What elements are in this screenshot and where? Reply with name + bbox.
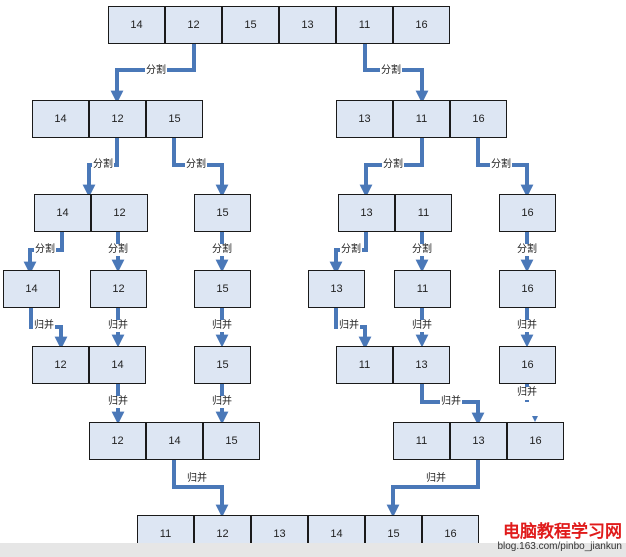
- array-cell: 15: [194, 270, 251, 308]
- merge-arrow: [386, 460, 480, 518]
- array-cell: 16: [507, 422, 564, 460]
- split-label: 分割: [411, 244, 433, 256]
- array-cell: 11: [336, 6, 393, 44]
- array-cell: 13: [338, 194, 395, 232]
- array-cell: 11: [336, 346, 393, 384]
- array-cell: 11: [394, 270, 451, 308]
- array-cell: 16: [499, 346, 556, 384]
- array-cell: 14: [34, 194, 91, 232]
- merge-label: 归并: [186, 473, 208, 485]
- array-cell: 14: [108, 6, 165, 44]
- merge-label: 归并: [107, 396, 129, 408]
- array-cell: 13: [279, 6, 336, 44]
- split-label: 分割: [516, 244, 538, 256]
- array-cell: 13: [336, 100, 393, 138]
- watermark: 电脑教程学习网 blog.163.com/pinbo_jiankun: [497, 523, 622, 553]
- merge-label: 归并: [440, 396, 462, 408]
- split-label: 分割: [34, 244, 56, 256]
- array-cell: 11: [395, 194, 452, 232]
- array-cell: 11: [393, 422, 450, 460]
- split-label: 分割: [490, 159, 512, 171]
- array-cell: 14: [32, 100, 89, 138]
- merge-label: 归并: [211, 396, 233, 408]
- merge-label: 归并: [516, 387, 538, 399]
- array-cell: 15: [194, 346, 251, 384]
- array-cell: 13: [450, 422, 507, 460]
- array-cell: 13: [308, 270, 365, 308]
- split-label: 分割: [380, 65, 402, 77]
- split-label: 分割: [382, 159, 404, 171]
- merge-label: 归并: [211, 320, 233, 332]
- merge-label: 归并: [425, 473, 447, 485]
- array-cell: 13: [393, 346, 450, 384]
- merge-label: 归并: [516, 320, 538, 332]
- array-cell: 12: [90, 270, 147, 308]
- split-label: 分割: [340, 244, 362, 256]
- merge-label: 归并: [338, 320, 360, 332]
- array-cell: 15: [146, 100, 203, 138]
- merge-label: 归并: [33, 320, 55, 332]
- array-cell: 16: [499, 194, 556, 232]
- array-cell: 11: [393, 100, 450, 138]
- array-cell: 12: [89, 422, 146, 460]
- bottom-bar: [0, 543, 626, 557]
- split-label: 分割: [211, 244, 233, 256]
- array-cell: 14: [146, 422, 203, 460]
- watermark-title: 电脑教程学习网: [503, 522, 622, 542]
- arrowhead-icon: [532, 416, 538, 422]
- split-label: 分割: [145, 65, 167, 77]
- array-cell: 12: [165, 6, 222, 44]
- array-cell: 12: [89, 100, 146, 138]
- array-cell: 16: [499, 270, 556, 308]
- merge-label: 归并: [107, 320, 129, 332]
- split-label: 分割: [92, 159, 114, 171]
- array-cell: 12: [91, 194, 148, 232]
- merge-arrow: [172, 460, 229, 518]
- array-cell: 16: [393, 6, 450, 44]
- array-cell: 15: [203, 422, 260, 460]
- array-cell: 14: [3, 270, 60, 308]
- array-cell: 14: [89, 346, 146, 384]
- array-cell: 15: [194, 194, 251, 232]
- merge-label: 归并: [411, 320, 433, 332]
- array-cell: 15: [222, 6, 279, 44]
- split-label: 分割: [185, 159, 207, 171]
- array-cell: 16: [450, 100, 507, 138]
- array-cell: 12: [32, 346, 89, 384]
- split-label: 分割: [107, 244, 129, 256]
- watermark-url: blog.163.com/pinbo_jiankun: [497, 541, 622, 552]
